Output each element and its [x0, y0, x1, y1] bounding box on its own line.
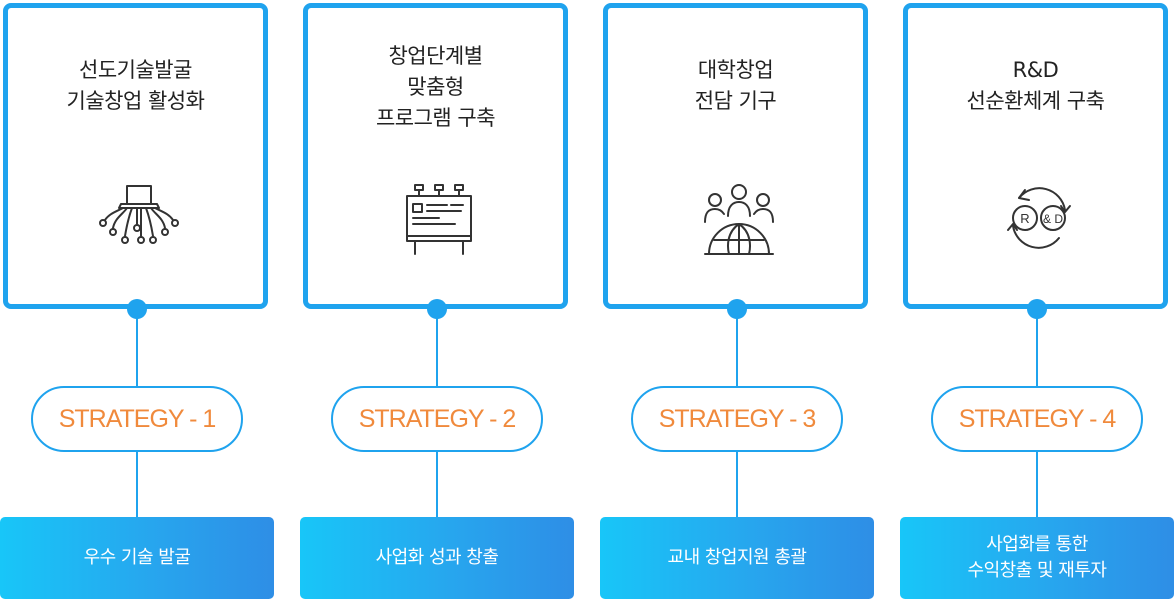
strategy-column-1: 선도기술발굴 기술창업 활성화 [0, 0, 275, 600]
global-team-icon [699, 176, 779, 260]
strategy-card-2: 창업단계별 맞춤형 프로그램 구축 [303, 3, 568, 309]
connector-line-lower [1036, 452, 1038, 518]
strategy-result-1: 우수 기술 발굴 [0, 517, 274, 599]
connector-line-upper [136, 318, 138, 386]
strategy-card-3: 대학창업 전담 기구 [603, 3, 868, 309]
strategy-card-1: 선도기술발굴 기술창업 활성화 [3, 3, 268, 309]
connector-dot [727, 299, 747, 319]
strategy-card-title: 선도기술발굴 기술창업 활성화 [8, 55, 263, 117]
strategy-result-4: 사업화를 통한 수익창출 및 재투자 [900, 517, 1174, 599]
connector-line-lower [436, 452, 438, 518]
billboard-icon [399, 176, 479, 260]
title-line-2: 선순환체계 구축 [966, 89, 1105, 113]
result-line-2: 수익창출 및 재투자 [967, 560, 1107, 581]
title-line-3: 프로그램 구축 [375, 106, 496, 130]
strategy-card-title: 창업단계별 맞춤형 프로그램 구축 [308, 41, 563, 134]
title-line-1: 선도기술발굴 [79, 58, 192, 82]
connector-dot [127, 299, 147, 319]
strategy-column-4: R&D 선순환체계 구축 R & D STRATEGY - 4 사업화를 통한 … [900, 0, 1175, 600]
strategy-label-4: STRATEGY - 4 [931, 386, 1143, 452]
rnd-cycle-icon: R & D [999, 176, 1079, 260]
connector-line-lower [136, 452, 138, 518]
strategy-card-4: R&D 선순환체계 구축 R & D [903, 3, 1168, 309]
result-line-1: 교내 창업지원 총괄 [667, 547, 807, 568]
connector-line-upper [736, 318, 738, 386]
strategy-label-2: STRATEGY - 2 [331, 386, 543, 452]
connector-dot [1027, 299, 1047, 319]
title-line-2: 전담 기구 [694, 89, 777, 113]
strategy-label-3: STRATEGY - 3 [631, 386, 843, 452]
strategy-result-2: 사업화 성과 창출 [300, 517, 574, 599]
strategy-card-title: 대학창업 전담 기구 [608, 55, 863, 117]
strategy-label-1: STRATEGY - 1 [31, 386, 243, 452]
title-line-1: R&D [1012, 58, 1059, 82]
result-line-1: 우수 기술 발굴 [83, 547, 191, 568]
strategy-card-title: R&D 선순환체계 구축 [908, 55, 1163, 117]
strategy-column-3: 대학창업 전담 기구 STRATEGY - 3 교내 창업지원 총괄 [600, 0, 875, 600]
tech-network-icon [99, 176, 179, 260]
title-line-2: 맞춤형 [407, 75, 464, 99]
strategy-result-3: 교내 창업지원 총괄 [600, 517, 874, 599]
title-line-2: 기술창업 활성화 [66, 89, 205, 113]
rnd-r-text: R [1020, 211, 1029, 226]
connector-line-lower [736, 452, 738, 518]
title-line-1: 대학창업 [697, 58, 774, 82]
connector-line-upper [436, 318, 438, 386]
connector-dot [427, 299, 447, 319]
strategy-column-2: 창업단계별 맞춤형 프로그램 구축 STRATEGY - 2 사업화 성과 창출 [300, 0, 575, 600]
title-line-1: 창업단계별 [388, 44, 483, 68]
connector-line-upper [1036, 318, 1038, 386]
rnd-d-text: & D [1043, 212, 1063, 226]
result-line-1: 사업화를 통한 [986, 534, 1088, 555]
result-line-1: 사업화 성과 창출 [375, 547, 499, 568]
